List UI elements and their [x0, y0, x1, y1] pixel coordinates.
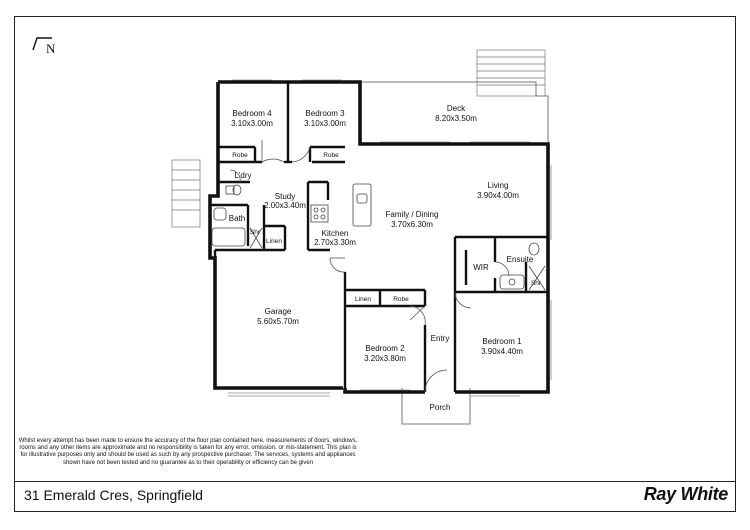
ensuite-toilet-icon [528, 242, 540, 256]
kitchen-name: Kitchen [322, 229, 349, 238]
laundry-tub-icon [232, 184, 242, 196]
bedroom2-robe-name: Robe [393, 296, 409, 303]
property-address: 31 Emerald Cres, Springfield [24, 487, 203, 503]
family-dining-name: Family / Dining [386, 210, 439, 219]
robe-mid-name: Robe [323, 152, 339, 159]
deck-outline [360, 81, 549, 144]
family-dining-size: 3.70x6.30m [391, 220, 433, 229]
bedroom2-name: Bedroom 2 [365, 344, 405, 353]
ensuite-vanity-icon [499, 274, 525, 290]
robe-left-name: Robe [232, 152, 248, 159]
ensuite-shower-name: Shr [531, 280, 542, 287]
side-stairs [171, 159, 201, 228]
external-walls [208, 80, 550, 394]
deck-size: 8.20x3.50m [435, 114, 477, 123]
living-name: Living [488, 181, 509, 190]
study-linen-name: Linen [266, 238, 282, 245]
ensuite-name: Ensuite [507, 255, 534, 264]
room-labels: Bedroom 4 3.10x3.00m Bedroom 3 3.10x3.00… [229, 104, 542, 412]
bath-shower-name: Shr [250, 229, 261, 236]
bath-vanity-icon [213, 207, 227, 221]
cooktop-icon [310, 204, 329, 223]
entry-name: Entry [431, 334, 450, 343]
bedroom2-linen-name: Linen [355, 296, 371, 303]
deck-name: Deck [447, 104, 466, 113]
kitchen-size: 2.70x3.30m [314, 238, 356, 247]
door-swings [229, 140, 510, 393]
compass-label: N [46, 41, 56, 56]
north-arrow-icon: N [32, 37, 56, 56]
bedroom3-size: 3.10x3.00m [304, 119, 346, 128]
internal-walls [210, 82, 548, 392]
bathtub-icon [211, 227, 246, 247]
brand-logo: Ray White [643, 484, 729, 504]
bedroom4-name: Bedroom 4 [232, 109, 272, 118]
garage-size: 5.60x5.70m [257, 317, 299, 326]
study-size: 2.00x3.40m [264, 201, 306, 210]
bedroom4-size: 3.10x3.00m [231, 119, 273, 128]
bedroom1-name: Bedroom 1 [482, 337, 522, 346]
study-name: Study [275, 192, 295, 201]
garage-name: Garage [265, 307, 292, 316]
bedroom3-name: Bedroom 3 [305, 109, 345, 118]
porch-outline [401, 388, 471, 425]
laundry-name: L'dry [234, 171, 251, 180]
kitchen-sink-icon [356, 193, 368, 204]
bedroom1-size: 3.90x4.40m [481, 347, 523, 356]
porch-name: Porch [430, 403, 451, 412]
page-frame [14, 16, 736, 512]
footer-divider [14, 481, 736, 482]
disclaimer-text: Whilst every attempt has been made to en… [18, 438, 358, 466]
fixtures [211, 183, 546, 291]
deck-stairs [476, 49, 546, 97]
kitchen-island [352, 183, 372, 227]
bath-name: Bath [229, 214, 245, 223]
bedroom2-size: 3.20x3.80m [364, 354, 406, 363]
wir-name: WIR [473, 263, 489, 272]
living-size: 3.90x4.00m [477, 191, 519, 200]
laundry-toilet-icon [225, 185, 235, 195]
